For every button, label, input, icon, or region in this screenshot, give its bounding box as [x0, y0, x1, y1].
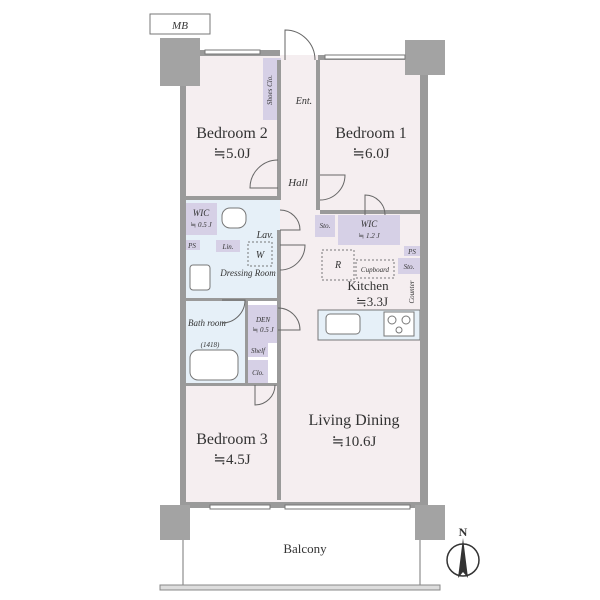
balcony-label: Balcony — [283, 541, 327, 556]
burner — [395, 326, 403, 334]
bedroom1-area: ≒6.0J — [352, 146, 389, 162]
lav-label: Lav. — [256, 230, 274, 241]
compass-label: N — [459, 525, 468, 539]
lav-door — [279, 209, 301, 231]
storage-kitchen — [398, 258, 420, 274]
wall-bath-east — [245, 300, 248, 385]
wic-kitchen-door — [364, 194, 386, 216]
wall-hall-east — [316, 60, 320, 210]
linen — [216, 240, 240, 252]
washer-label: W — [256, 250, 266, 261]
wic-kitchen — [338, 215, 400, 245]
window-bedroom3 — [209, 504, 271, 510]
living-area: ≒10.6J — [332, 434, 377, 450]
bath-label-wrap: Bath room — [188, 318, 226, 328]
bedroom1-label: Bedroom 1 — [335, 125, 407, 142]
window-living — [284, 504, 411, 510]
storage-hall-label: Sto. — [320, 222, 331, 230]
living-floor — [280, 340, 420, 505]
wall-bedroom2-south — [186, 196, 278, 200]
shelf-label: Shelf — [251, 347, 266, 355]
bathtub — [189, 349, 239, 381]
bath-label: Bath room — [188, 318, 226, 328]
shelf — [248, 343, 268, 357]
ps-kitchen — [404, 246, 420, 256]
storage-hall — [315, 215, 335, 237]
north-arrow-icon — [446, 538, 480, 578]
entrance-label: Ent. — [295, 96, 312, 107]
washer — [247, 241, 273, 267]
counter-label: Counter — [408, 280, 416, 303]
wic-kitchen-label: WIC — [361, 219, 378, 229]
storage-kitchen-label: Sto. — [404, 263, 415, 271]
window-bedroom2 — [204, 49, 261, 55]
pillar-sw — [160, 505, 190, 540]
ps-left — [185, 240, 200, 250]
meter-box — [149, 13, 211, 35]
burner — [401, 315, 411, 325]
hall-label: Hall — [287, 177, 308, 189]
balcony-rail — [159, 584, 441, 591]
washbasin — [189, 264, 211, 291]
living-label: Living Dining — [308, 412, 399, 429]
bedroom3-floor — [183, 385, 280, 505]
wall-hall-west — [277, 60, 281, 200]
wic-left-label: WIC — [193, 208, 210, 218]
bedroom3-area: ≒4.5J — [213, 452, 250, 468]
den-label: DEN — [255, 316, 270, 324]
wic-kitchen-area: ≒ 1.2 J — [358, 232, 380, 240]
pillar-nw — [160, 38, 200, 86]
kitchen-label: Kitchen — [347, 278, 389, 293]
bath-size: (1418) — [201, 341, 220, 349]
dressing-label-wrap: Dressing Room — [220, 268, 276, 278]
wall-bedroom1-south — [320, 210, 420, 214]
bedroom2-label: Bedroom 2 — [196, 125, 268, 142]
bedroom3-label: Bedroom 3 — [196, 431, 268, 448]
toilet — [221, 207, 247, 229]
bedroom1-floor — [320, 55, 420, 215]
ps-kitchen-label: PS — [407, 248, 416, 256]
wic-left — [185, 203, 217, 235]
cupboard-label: Cupboard — [361, 266, 390, 274]
wall-living-west — [277, 230, 281, 500]
bedroom2-area: ≒5.0J — [213, 146, 250, 162]
closet-small-label: Clo. — [252, 369, 264, 377]
wic-left-area: ≒ 0.5 J — [190, 221, 212, 229]
den-area: ≒ 0.5 J — [252, 326, 274, 334]
refrigerator — [321, 249, 355, 281]
meter-box-label: MB — [171, 20, 188, 32]
den-door — [277, 307, 301, 331]
bedroom3-door — [254, 384, 276, 406]
shoes-closet — [263, 58, 281, 120]
hall-floor — [280, 55, 320, 203]
bedroom2-door — [249, 159, 279, 189]
shoes-closet-label: Shoes Clo. — [266, 75, 274, 105]
bedroom1-door — [319, 174, 346, 201]
sink — [325, 313, 361, 335]
hall-floor-lower — [280, 200, 320, 350]
hall-door — [279, 244, 306, 271]
refrigerator-label: R — [334, 260, 341, 271]
kitchen-area: ≒3.3J — [356, 294, 388, 309]
den — [248, 305, 278, 343]
ps-left-label: PS — [187, 242, 196, 250]
burner — [387, 315, 397, 325]
entrance-door — [284, 29, 316, 61]
pillar-se — [415, 505, 445, 540]
bath-door — [221, 299, 246, 324]
wall-bedroom3-north — [186, 383, 278, 386]
wall-east — [420, 70, 428, 505]
wall-west — [180, 55, 186, 505]
dressing-label: Dressing Room — [220, 268, 276, 278]
linen-label: Lin. — [221, 243, 233, 251]
pillar-ne — [405, 40, 445, 75]
stove — [383, 311, 415, 337]
closet-small — [248, 360, 268, 385]
window-bedroom1 — [324, 54, 406, 60]
